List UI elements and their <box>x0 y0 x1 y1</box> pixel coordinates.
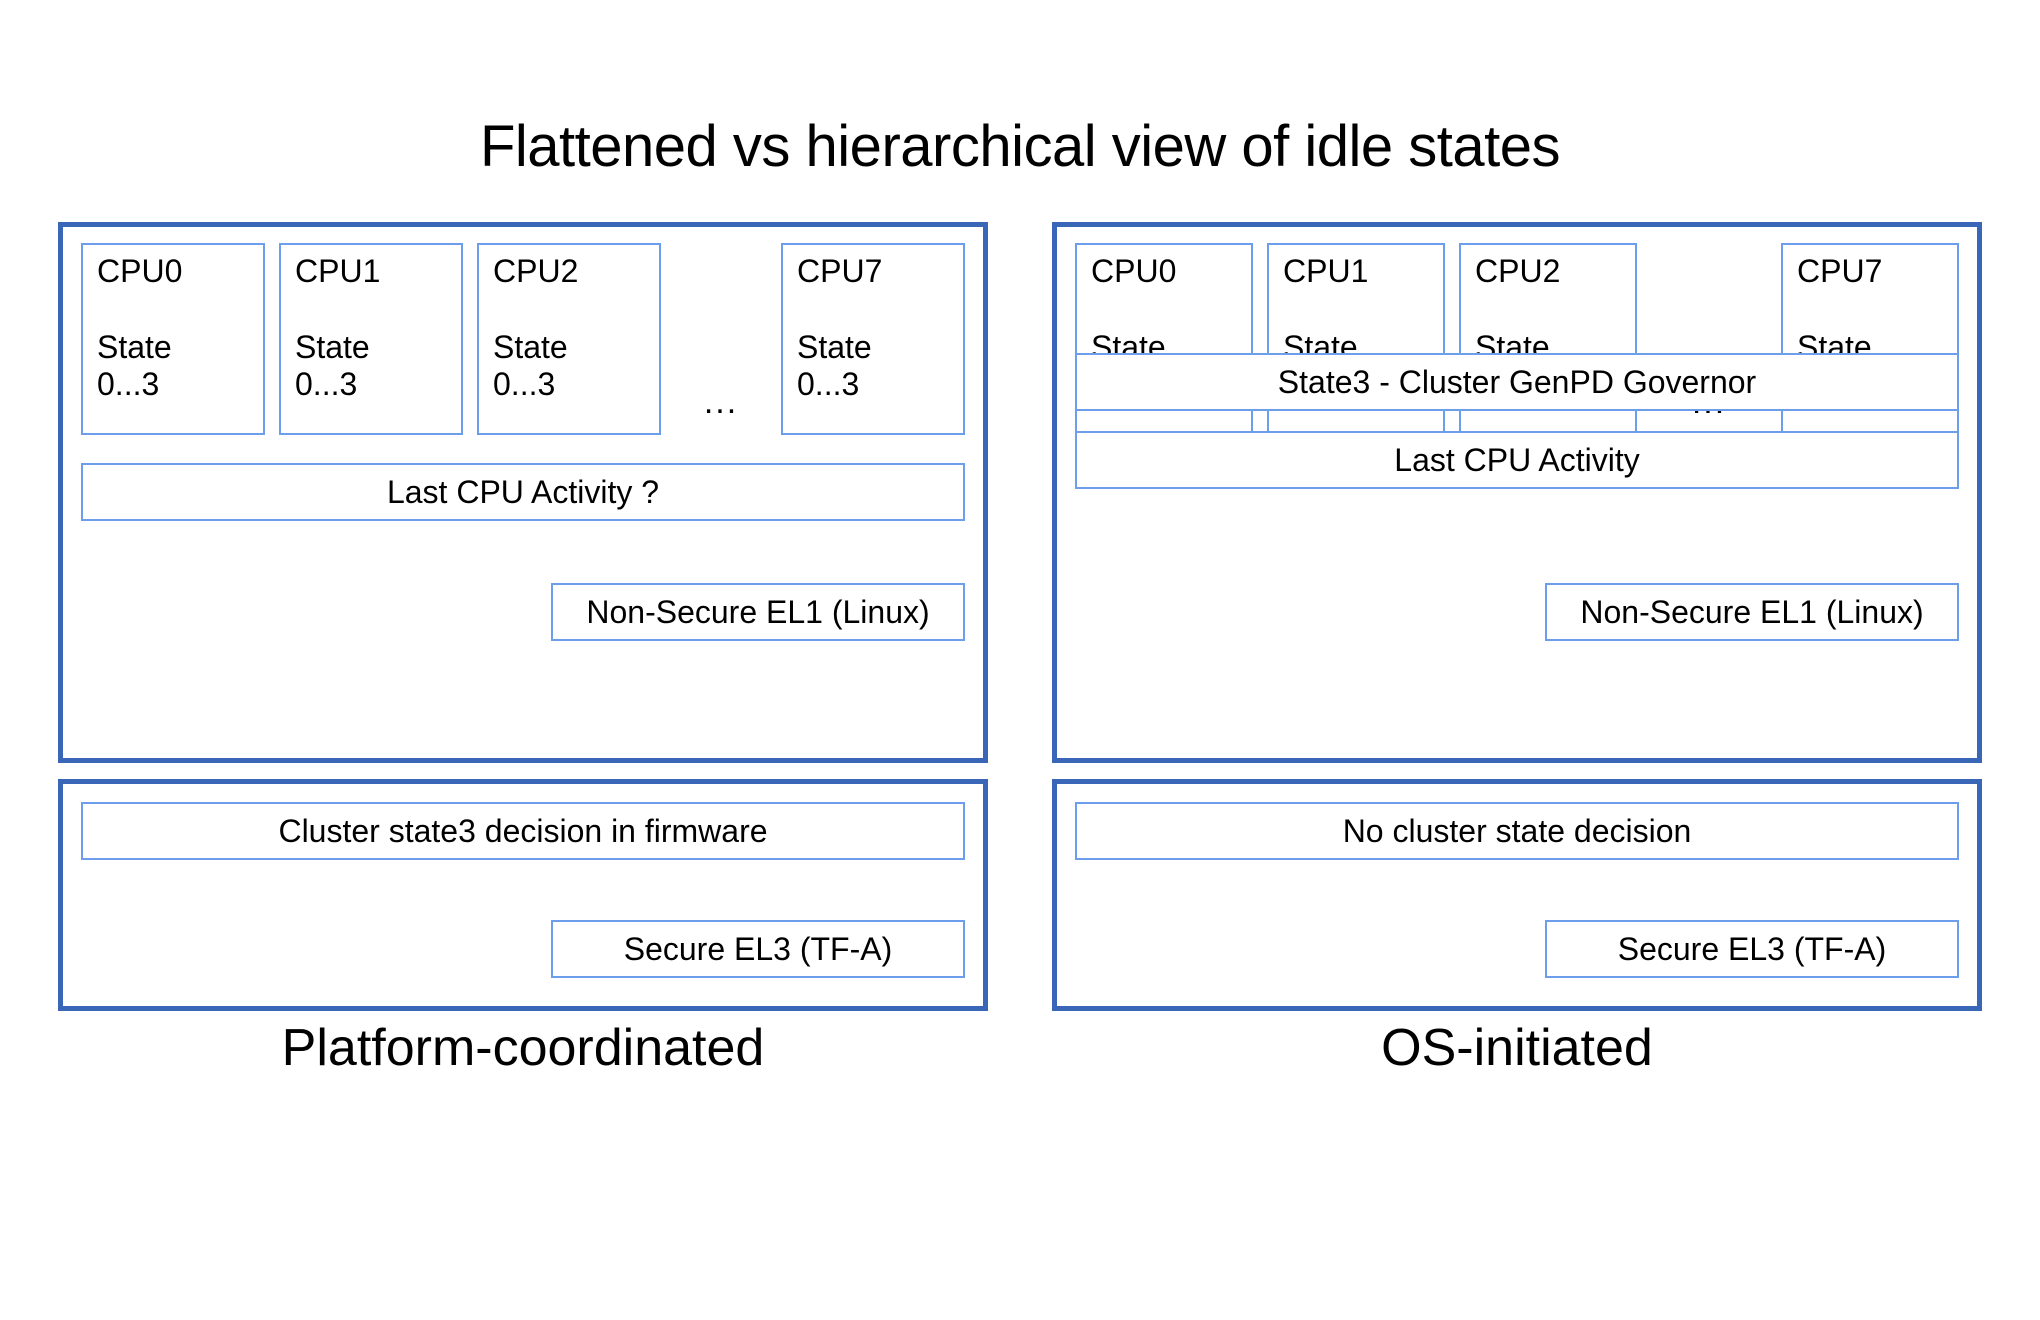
right-exception-level-el1-box: Non-Secure EL1 (Linux) <box>1545 583 1959 641</box>
right-cluster-decision-box: No cluster state decision <box>1075 802 1959 860</box>
cpu-state: State 0...3 <box>97 329 263 405</box>
cpu-label: CPU2 <box>1475 253 1561 289</box>
cpu-label: CPU0 <box>97 253 183 289</box>
right-cluster-genpd-governor-box: State3 - Cluster GenPD Governor <box>1075 353 1959 411</box>
cpu-label: CPU1 <box>295 253 381 289</box>
cpu-state-range: 0...3 <box>295 366 358 403</box>
left-column-caption: Platform-coordinated <box>281 1019 765 1077</box>
cpu-box-cpu2: CPU2 State 0...3 <box>477 243 661 435</box>
cpu-state-range: 0...3 <box>493 366 556 403</box>
cpu-label: CPU1 <box>1283 253 1369 289</box>
left-exception-level-el3-box: Secure EL3 (TF-A) <box>551 920 965 978</box>
left-cluster-decision-box: Cluster state3 decision in firmware <box>81 802 965 860</box>
cpu-label: CPU2 <box>493 253 579 289</box>
right-last-cpu-activity-box: Last CPU Activity <box>1075 431 1959 489</box>
cpu-label: CPU7 <box>797 253 883 289</box>
left-cpu-row: CPU0 State 0...3 CPU1 State 0...3 CPU2 S… <box>81 243 965 435</box>
right-os-panel: CPU0 State 0...2 CPU1 State 0...2 CPU2 S… <box>1052 222 1982 763</box>
left-os-panel: CPU0 State 0...3 CPU1 State 0...3 CPU2 S… <box>58 222 988 763</box>
page-title: Flattened vs hierarchical view of idle s… <box>479 114 1561 179</box>
cpu-label: CPU7 <box>1797 253 1883 289</box>
left-firmware-panel: Cluster state3 decision in firmware Secu… <box>58 779 988 1011</box>
os-initiated-column: CPU0 State 0...2 CPU1 State 0...2 CPU2 S… <box>1052 222 1982 1011</box>
cpu-box-cpu1: CPU1 State 0...3 <box>279 243 463 435</box>
platform-coordinated-column: CPU0 State 0...3 CPU1 State 0...3 CPU2 S… <box>58 222 988 1011</box>
cpu-state: State 0...3 <box>797 329 963 405</box>
right-firmware-panel: No cluster state decision Secure EL3 (TF… <box>1052 779 1982 1011</box>
cpu-label: CPU0 <box>1091 253 1177 289</box>
right-column-caption: OS-initiated <box>1381 1019 1653 1077</box>
cpu-box-cpu0: CPU0 State 0...3 <box>81 243 265 435</box>
cpu-row-ellipsis: ... <box>703 383 739 421</box>
left-exception-level-el1-box: Non-Secure EL1 (Linux) <box>551 583 965 641</box>
cpu-box-cpu7: CPU7 State 0...3 <box>781 243 965 435</box>
cpu-state-range: 0...3 <box>797 366 860 403</box>
cpu-state-label: State <box>797 328 872 365</box>
cpu-state: State 0...3 <box>493 329 659 405</box>
cpu-state-range: 0...3 <box>97 366 160 403</box>
cpu-state-label: State <box>295 328 370 365</box>
left-last-cpu-activity-box: Last CPU Activity ? <box>81 463 965 521</box>
cpu-state: State 0...3 <box>295 329 461 405</box>
right-exception-level-el3-box: Secure EL3 (TF-A) <box>1545 920 1959 978</box>
cpu-state-label: State <box>493 328 568 365</box>
cpu-state-label: State <box>97 328 172 365</box>
